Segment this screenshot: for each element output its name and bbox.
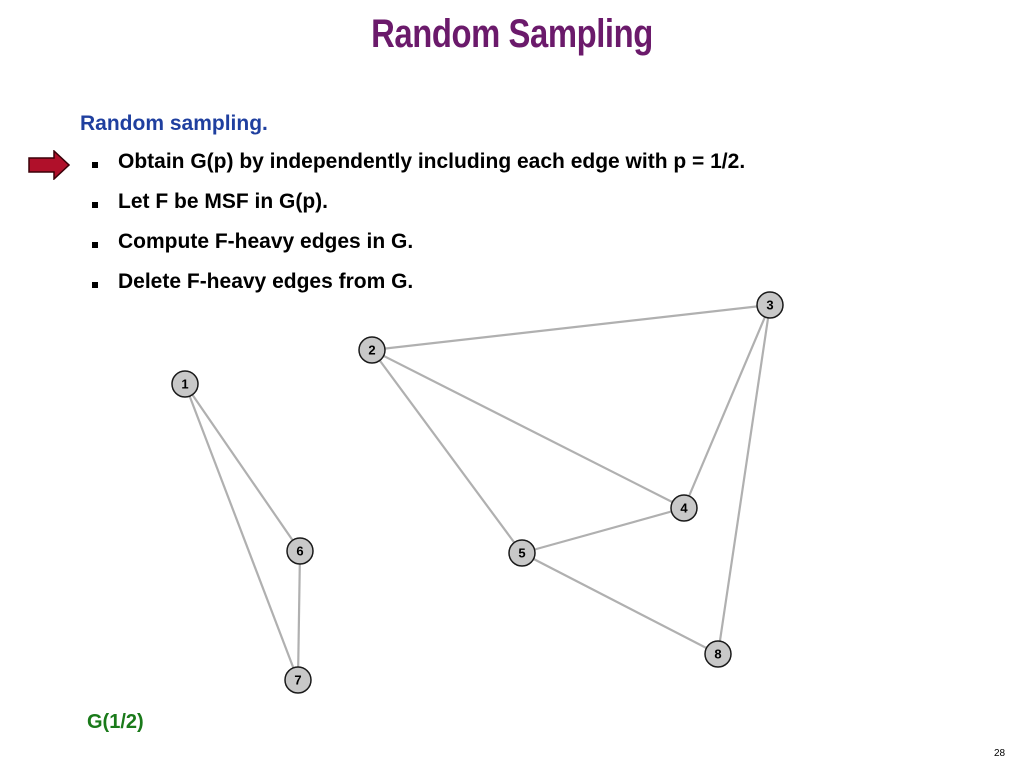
graph-node-circle <box>171 370 199 398</box>
right-arrow-icon <box>28 150 70 180</box>
graph-edge-1-6 <box>184 383 301 552</box>
graph-caption: G(1/2) <box>87 711 144 733</box>
graph-edge-2-5 <box>371 349 523 554</box>
page-number: 28 <box>994 748 1006 759</box>
graph-node-circle <box>358 336 386 364</box>
graph-node-4: 4 <box>670 494 698 522</box>
bullet-text: Let F be MSF in G(p). <box>118 190 328 213</box>
graph-node-2: 2 <box>358 336 386 364</box>
graph-nodes: 1 2 3 4 5 6 7 8 <box>171 291 784 694</box>
bullet-text: Compute F-heavy edges in G. <box>118 230 414 253</box>
graph-node-label: 7 <box>294 673 301 688</box>
section-subtitle: Random sampling. <box>80 112 268 135</box>
graph-node-5: 5 <box>508 539 536 567</box>
graph-node-circle <box>508 539 536 567</box>
graph-node-7: 7 <box>284 666 312 694</box>
bullet-text: Delete F-heavy edges from G. <box>118 270 414 293</box>
graph-node-label: 4 <box>680 501 688 516</box>
graph-node-label: 2 <box>368 343 375 358</box>
graph-node-1: 1 <box>171 370 199 398</box>
graph-edges <box>183 303 772 681</box>
bullet-marker <box>92 162 98 168</box>
graph-node-label: 8 <box>714 647 721 662</box>
graph-node-3: 3 <box>756 291 784 319</box>
graph-edge-5-8 <box>521 552 719 655</box>
slide-title: Random Sampling <box>371 12 653 56</box>
bullet-marker <box>92 282 98 288</box>
graph-node-label: 3 <box>766 298 773 313</box>
bullet-marker <box>92 202 98 208</box>
graph-node-circle <box>756 291 784 319</box>
graph-edge-2-3 <box>371 303 771 352</box>
graph-node-label: 5 <box>518 546 525 561</box>
graph-node-8: 8 <box>704 640 732 668</box>
graph-edge-6-7 <box>296 550 302 681</box>
graph-edge-3-4 <box>682 304 772 509</box>
graph-edge-4-5 <box>521 506 685 555</box>
graph-edge-1-7 <box>183 383 300 681</box>
graph-node-circle <box>704 640 732 668</box>
graph-node-label: 6 <box>296 544 303 559</box>
graph-node-circle <box>286 537 314 565</box>
bullet-text: Obtain G(p) by independently including e… <box>118 150 746 173</box>
graph-node-circle <box>670 494 698 522</box>
graph-edge-3-8 <box>716 304 772 655</box>
graph-node-6: 6 <box>286 537 314 565</box>
bullet-marker <box>92 242 98 248</box>
graph-edge-2-4 <box>371 349 685 509</box>
graph-node-label: 1 <box>181 377 188 392</box>
graph-node-circle <box>284 666 312 694</box>
